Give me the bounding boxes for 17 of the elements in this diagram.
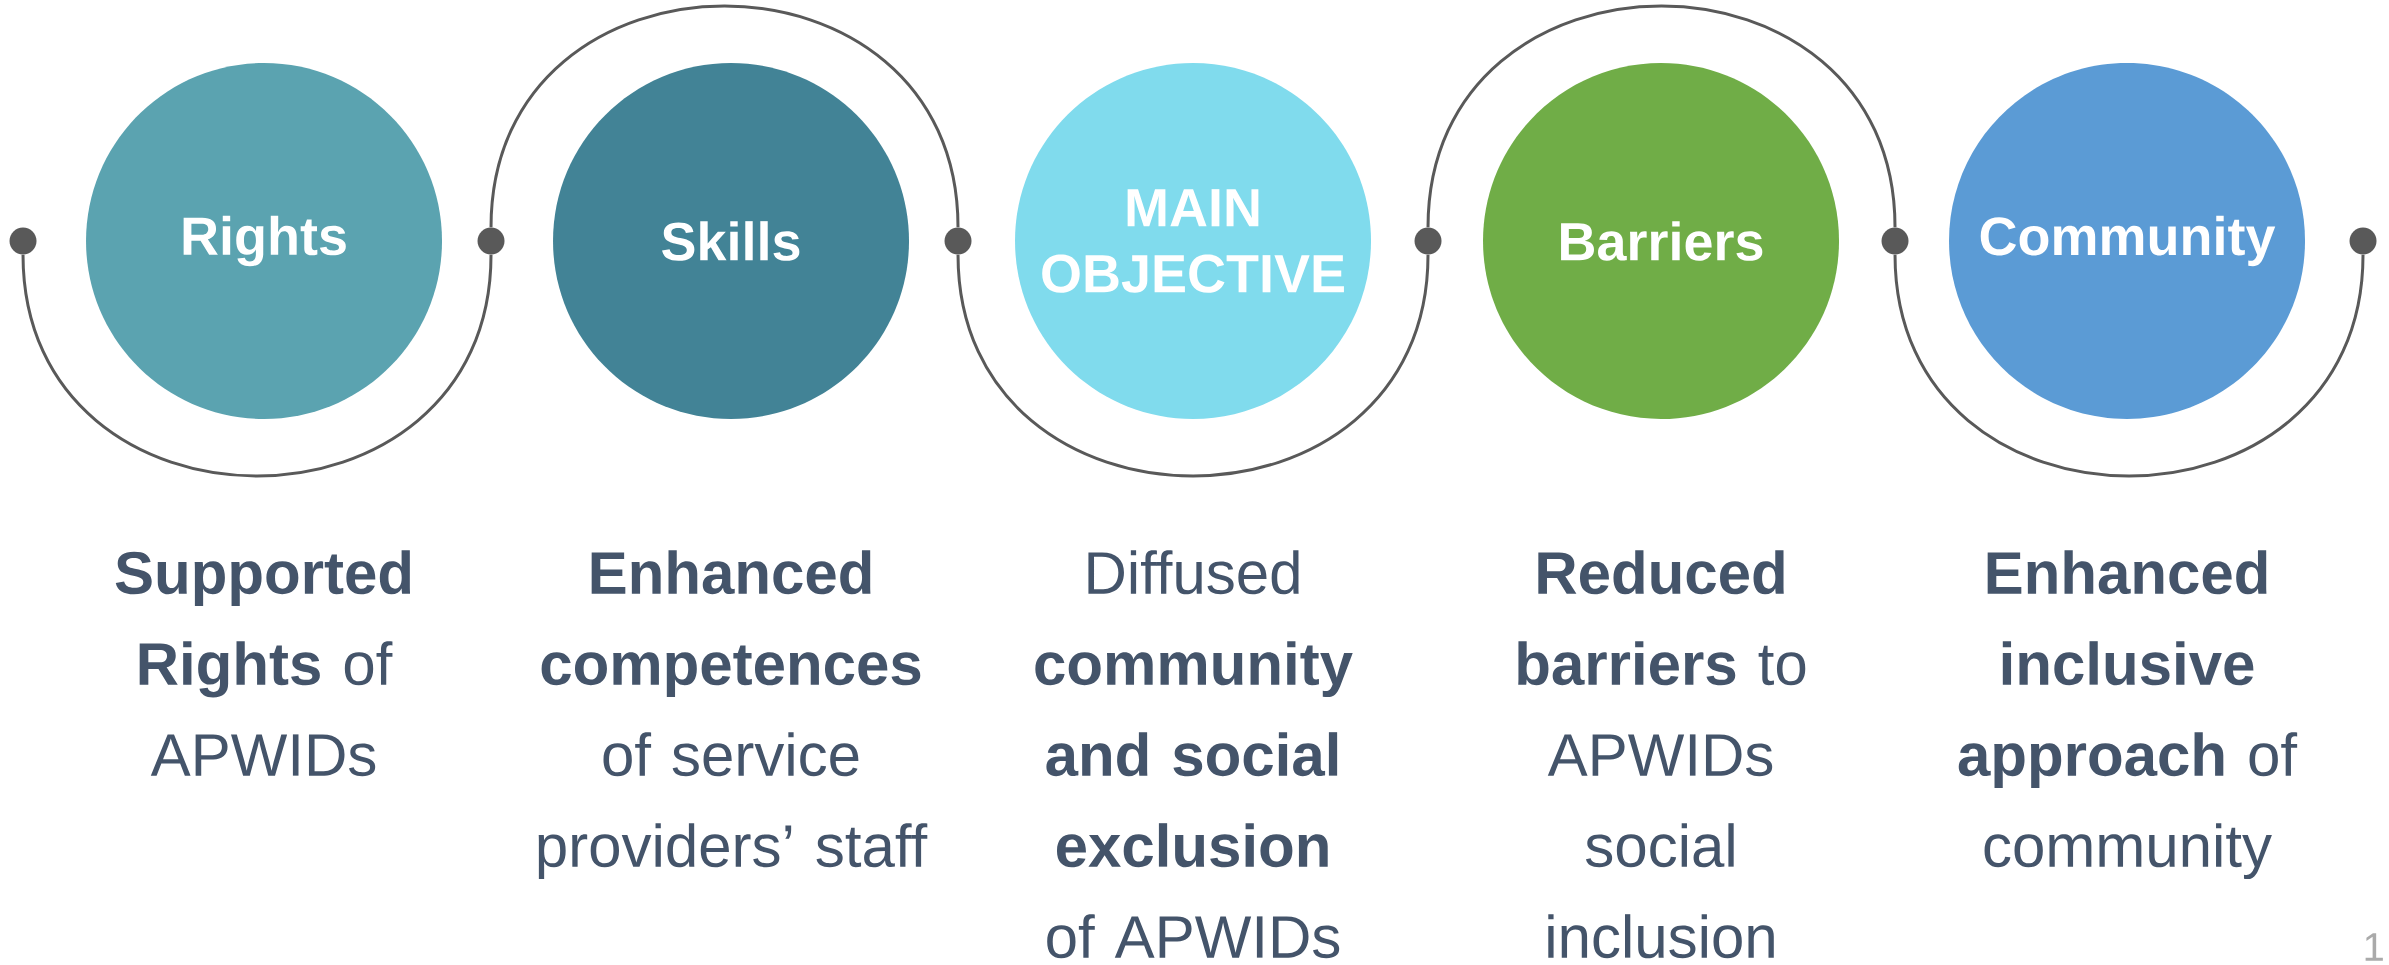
caption-text: Enhanced inclusive approach of community — [1958, 550, 2298, 880]
caption-text: Reduced barriers to APWIDs social inclusion — [1518, 550, 1806, 959]
caption-text: Supported Rights of APWIDs — [115, 550, 411, 777]
caption-text: Enhanced competences of service providers’ staff — [538, 550, 928, 880]
dot — [2349, 227, 2377, 255]
page-number: 1 — [2365, 933, 2383, 961]
dot — [1414, 227, 1442, 255]
dot — [1881, 227, 1909, 255]
caption-text: Diffused community and social exclusion of APWIDs — [1035, 550, 1353, 959]
arc-line — [1426, 4, 1897, 228]
arc-line — [956, 254, 1430, 478]
dot — [944, 227, 972, 255]
dot — [477, 227, 505, 255]
arc-line — [1893, 254, 2365, 478]
dot — [9, 227, 37, 255]
arc-line — [489, 4, 960, 228]
arc-line — [21, 254, 493, 478]
